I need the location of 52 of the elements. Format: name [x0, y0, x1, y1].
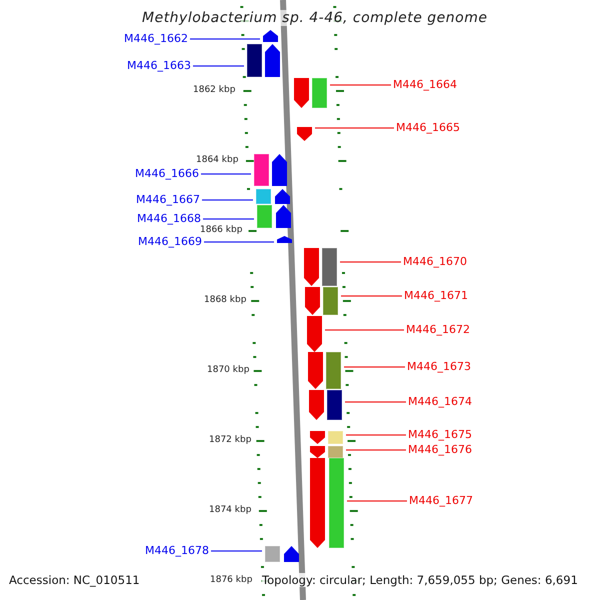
gene-drawing: [256, 188, 290, 204]
gene-drawing: [277, 236, 292, 243]
leader-line: [189, 38, 260, 40]
gene-label: M446_1675: [408, 428, 472, 441]
scale-label: 1872 kbp: [209, 435, 252, 445]
gene-label: M446_1663: [127, 59, 191, 72]
scale-label: 1864 kbp: [196, 155, 238, 165]
info-text: Accession: NC_010511: [9, 573, 140, 587]
gene-drawing: [305, 286, 338, 316]
gene-label: M446_1667: [136, 193, 200, 206]
leader-line: [346, 500, 408, 502]
gene-label: M446_1662: [124, 32, 188, 45]
gene-drawing: [246, 44, 280, 78]
gene-label: M446_1669: [138, 235, 202, 248]
gene-drawing: [310, 446, 344, 458]
gene-label: M446_1677: [409, 494, 473, 507]
gene-label: M446_1668: [137, 212, 201, 225]
scale-label: 1874 kbp: [209, 505, 252, 515]
gene-drawing: [297, 127, 312, 141]
scale-label: 1876 kbp: [210, 575, 252, 585]
gene-drawing: [309, 390, 342, 420]
info-text: Topology: circular; Length: 7,659,055 bp; Genes: 6,691: [262, 573, 578, 587]
gene-drawing: [308, 352, 342, 390]
leader-line: [346, 434, 406, 436]
gene-label: M446_1674: [408, 395, 472, 408]
gene-drawing: [307, 316, 322, 352]
gene-label: M446_1665: [396, 121, 460, 134]
gene-label: M446_1671: [404, 289, 468, 302]
leader-line: [344, 366, 406, 368]
gene-drawing: [264, 546, 299, 562]
scale-label: 1862 kbp: [193, 85, 236, 95]
gene-drawing: [304, 248, 338, 286]
chart-title: Methylobacterium sp. 4-46, complete genome: [142, 10, 488, 26]
leader-line: [330, 84, 392, 86]
leader-line: [202, 218, 254, 220]
scale-label: 1866 kbp: [200, 225, 242, 235]
scale-label: 1870 kbp: [207, 365, 250, 375]
gene-label: M446_1673: [407, 360, 471, 373]
gene-drawing: [256, 204, 291, 228]
leader-line: [210, 550, 262, 552]
gene-label: M446_1676: [408, 443, 472, 456]
gene-drawing: [310, 430, 344, 444]
gene-label: M446_1664: [393, 78, 457, 91]
gene-drawing: [263, 30, 278, 42]
gene-label: M446_1666: [135, 167, 199, 180]
gene-label: M446_1678: [145, 544, 209, 557]
gene-drawing: [294, 78, 328, 108]
gene-drawing: [310, 458, 344, 548]
gene-drawing: [254, 154, 287, 186]
gene-label: M446_1670: [403, 255, 467, 268]
gene-label: M446_1672: [406, 323, 470, 336]
scale-label: 1868 kbp: [204, 295, 246, 305]
